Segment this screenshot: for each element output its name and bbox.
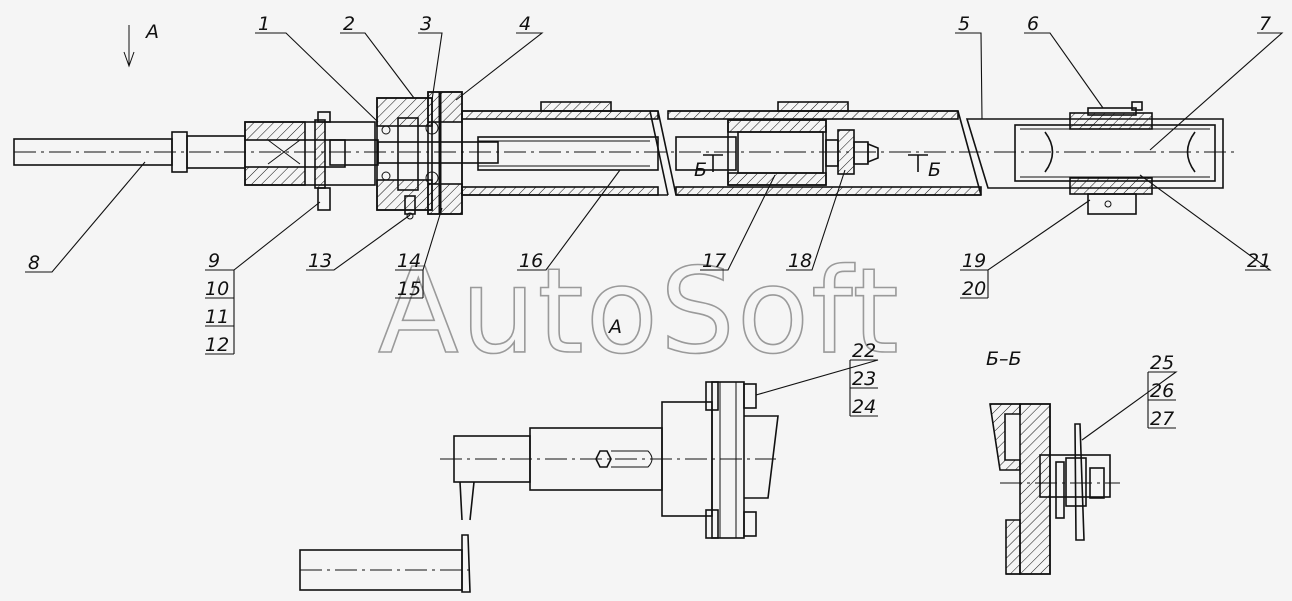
svg-text:Б: Б	[928, 159, 941, 181]
callout-6: 6	[1027, 13, 1039, 35]
input-shaft	[377, 141, 499, 164]
callout-17: 17	[702, 250, 726, 272]
watermark: AutoSoft	[378, 242, 901, 380]
view-a-label: А	[607, 316, 622, 338]
callout-20: 20	[962, 278, 986, 300]
callout-7: 7	[1259, 13, 1271, 35]
callout-15: 15	[397, 278, 421, 300]
tube-middle	[667, 101, 982, 196]
flange-3-4	[427, 91, 463, 215]
callout-14: 14	[397, 250, 421, 272]
callout-24: 24	[852, 396, 876, 418]
leader-lines	[25, 32, 1284, 441]
callout-10: 10	[205, 278, 229, 300]
callout-5: 5	[958, 13, 970, 35]
section-label: Б–Б	[986, 348, 1022, 370]
section-b-b: Б–Б	[986, 348, 1120, 575]
callout-4: 4	[519, 13, 531, 35]
section-mark-left: Б	[694, 154, 723, 181]
callout-25: 25	[1150, 352, 1174, 374]
callout-9: 9	[208, 250, 220, 272]
callout-13: 13	[308, 250, 332, 272]
callout-labels: 1 2 3 4 5 6 7 8 9 10 11 12 13 14 15 16 1…	[28, 13, 1271, 430]
callout-16: 16	[519, 250, 543, 272]
view-arrow-a: А	[123, 21, 159, 68]
callout-27: 27	[1150, 408, 1174, 430]
view-a: А	[299, 316, 779, 593]
callout-19: 19	[962, 250, 986, 272]
callout-8: 8	[28, 252, 40, 274]
callout-23: 23	[852, 368, 876, 390]
callout-1: 1	[258, 13, 270, 35]
view-arrow-label: А	[144, 21, 159, 43]
callout-12: 12	[205, 334, 229, 356]
fork-coupling	[244, 111, 379, 211]
svg-text:Б: Б	[694, 159, 707, 181]
callout-2: 2	[343, 13, 355, 35]
callout-18: 18	[788, 250, 812, 272]
callout-11: 11	[205, 306, 229, 328]
callout-21: 21	[1247, 250, 1271, 272]
tube-16	[461, 101, 677, 196]
pulley-frame	[965, 101, 1224, 215]
bearing-housing-2	[376, 97, 439, 220]
callout-3: 3	[420, 13, 432, 35]
callout-26: 26	[1150, 380, 1174, 402]
section-mark-right: Б	[908, 154, 941, 181]
callout-22: 22	[852, 340, 876, 362]
